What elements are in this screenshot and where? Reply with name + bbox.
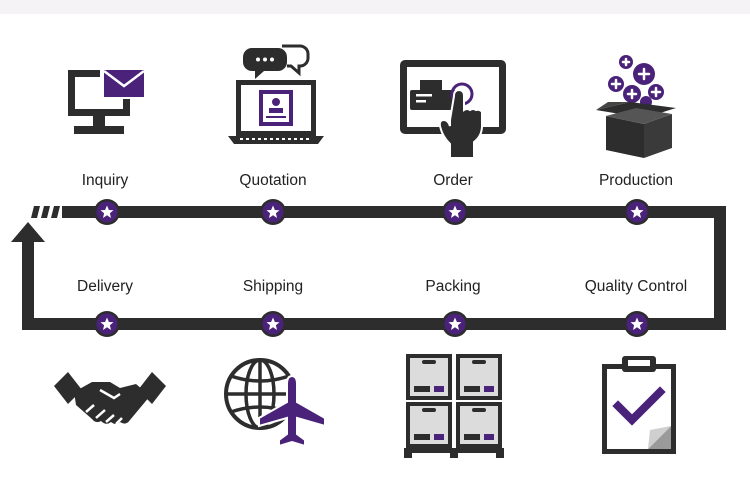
loop-start-dashes bbox=[31, 206, 60, 218]
touch-screen-order-icon bbox=[400, 60, 506, 159]
step-label-delivery: Delivery bbox=[77, 278, 133, 295]
step-label-inquiry: Inquiry bbox=[81, 172, 129, 189]
loop-left-line bbox=[22, 240, 34, 330]
laptop-chat-icon bbox=[228, 44, 324, 144]
loop-right-line bbox=[714, 206, 726, 330]
step-marker bbox=[624, 199, 650, 225]
computer-mail-icon bbox=[68, 67, 146, 134]
step-marker bbox=[94, 199, 120, 225]
globe-plane-icon bbox=[224, 358, 326, 448]
step-label-production: Production bbox=[598, 172, 674, 189]
top-band bbox=[0, 0, 750, 14]
handshake-icon bbox=[54, 372, 166, 425]
step-label-quotation: Quotation bbox=[239, 172, 307, 189]
step-marker bbox=[260, 311, 286, 337]
step-marker bbox=[442, 199, 468, 225]
step-marker bbox=[94, 311, 120, 337]
step-marker bbox=[442, 311, 468, 337]
clipboard-check-icon bbox=[602, 356, 676, 454]
step-label-quality-control: Quality Control bbox=[584, 278, 688, 295]
step-marker bbox=[260, 199, 286, 225]
step-label-shipping: Shipping bbox=[242, 278, 304, 295]
box-plus-icon bbox=[596, 55, 676, 158]
step-marker bbox=[624, 311, 650, 337]
step-label-order: Order bbox=[433, 172, 473, 189]
loop-bottom-line bbox=[22, 318, 726, 330]
stacked-boxes-icon bbox=[404, 354, 504, 458]
loop-arrowhead bbox=[11, 222, 45, 242]
loop-top-line bbox=[62, 206, 726, 218]
step-label-packing: Packing bbox=[425, 278, 481, 295]
